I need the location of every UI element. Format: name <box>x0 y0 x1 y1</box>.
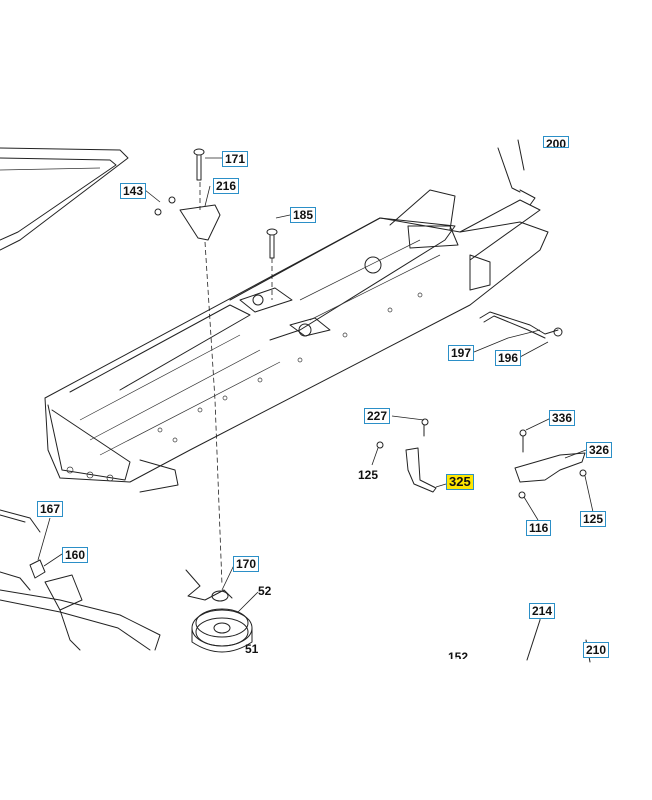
callout-167: 167 <box>37 501 64 517</box>
lower-left-linkage <box>0 509 161 651</box>
callout-214: 214 <box>529 603 556 619</box>
callout-185: 185 <box>290 207 317 223</box>
callout-336: 336 <box>549 410 576 426</box>
rod-200 <box>497 139 536 206</box>
bolt-171 <box>193 148 205 181</box>
callout-52: 52 <box>258 584 272 598</box>
dash-drop <box>204 241 223 586</box>
bracket-326 <box>514 429 587 499</box>
callout-210: 210 <box>583 642 610 658</box>
callout-200: 200 <box>543 136 570 148</box>
callout-227: 227 <box>364 408 391 424</box>
spring-170 <box>185 569 233 602</box>
callout-170: 170 <box>233 556 260 572</box>
chassis-frame <box>44 189 549 493</box>
callout-160: 160 <box>62 547 89 563</box>
bracket-216 <box>154 196 221 241</box>
callout-116: 116 <box>526 520 552 536</box>
callout-125-right: 125 <box>580 511 607 527</box>
callout-216: 216 <box>213 178 240 194</box>
rod-197 <box>479 311 563 339</box>
bolt-185 <box>266 228 278 259</box>
callout-326: 326 <box>586 442 613 458</box>
leader-lines <box>37 157 594 620</box>
bracket-325 <box>376 418 437 493</box>
seat-pan <box>0 147 129 251</box>
callout-325: 325 <box>446 474 474 490</box>
callout-196: 196 <box>495 350 522 366</box>
callout-197: 197 <box>448 345 475 361</box>
pulley-52 <box>191 608 253 653</box>
callout-51: 51 <box>245 642 259 656</box>
callout-171: 171 <box>222 151 249 167</box>
rod-214 <box>526 619 541 661</box>
callout-125-left: 125 <box>358 468 379 482</box>
callout-143: 143 <box>120 183 147 199</box>
callout-152: 152 <box>448 650 469 659</box>
